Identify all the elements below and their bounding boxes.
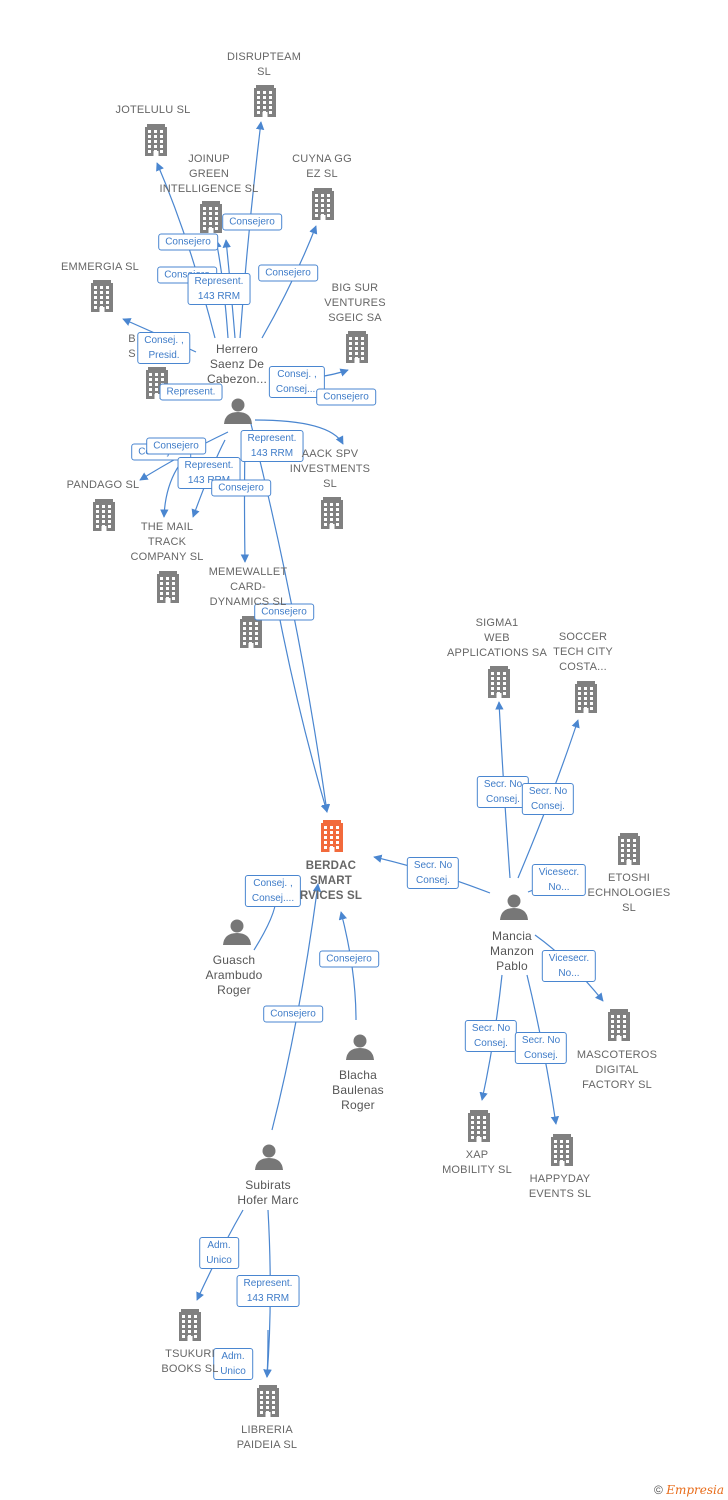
building-icon-libreria[interactable] xyxy=(257,1385,279,1417)
edge-label-mancia-to-soccer[interactable]: Secr. No Consej. xyxy=(521,783,575,815)
brand-logo-text: Empresia xyxy=(666,1483,724,1497)
edge-label-mancia-to-berdac[interactable]: Secr. No Consej. xyxy=(406,857,460,889)
person-icon-mancia[interactable] xyxy=(500,894,528,921)
edge-blacha-to-berdac xyxy=(338,911,357,1021)
copyright-symbol: © xyxy=(654,1483,663,1497)
node-label-tsukuri[interactable]: TSUKURI BOOKS SL xyxy=(161,1348,219,1375)
building-icon-emmergia[interactable] xyxy=(91,280,113,312)
building-icon-happyday[interactable] xyxy=(551,1134,573,1166)
edge-label-mancia-to-happyday[interactable]: Secr. No Consej. xyxy=(514,1032,568,1064)
edge-label-herrero-to-emmergia[interactable]: Consej. , Presid. xyxy=(137,332,191,364)
node-label-soccer[interactable]: SOCCER TECH CITY COSTA... xyxy=(553,631,613,673)
edge-label-subirats-to-libreria[interactable]: Adm. Unico xyxy=(213,1348,253,1380)
edge-label-mancia-to-etoshi[interactable]: Vicesecr. No... xyxy=(531,864,587,896)
node-label-herrero[interactable]: Herrero Saenz De Cabezon... xyxy=(206,342,268,386)
building-icon-sigma1[interactable] xyxy=(488,666,510,698)
icons-layer xyxy=(91,85,640,1417)
edge-label-herrero-to-b_hidden[interactable]: Represent. xyxy=(159,383,223,401)
edge-label-herrero-to-themail[interactable]: Consejero xyxy=(146,437,206,455)
person-icon-blacha[interactable] xyxy=(346,1034,374,1061)
node-label-themail[interactable]: THE MAIL TRACK COMPANY SL xyxy=(130,521,204,563)
building-icon-cuyna[interactable] xyxy=(312,188,334,220)
edge-label-herrero-to-aackspv[interactable]: Consejero xyxy=(316,388,376,406)
edge-herrero-to-aackspv xyxy=(254,419,344,445)
node-label-cuyna[interactable]: CUYNA GG EZ SL xyxy=(292,153,352,180)
edge-label-herrero-to-memewallet[interactable]: Consejero xyxy=(211,479,271,497)
building-icon-themail[interactable] xyxy=(157,571,179,603)
node-label-bigsur[interactable]: BIG SUR VENTURES SGEIC SA xyxy=(324,282,386,324)
node-label-disrupteam[interactable]: DISRUPTEAM SL xyxy=(226,51,302,78)
footer-brand[interactable]: © Empresia xyxy=(654,1483,724,1497)
building-icon-bigsur[interactable] xyxy=(346,331,368,363)
node-label-happyday[interactable]: HAPPYDAY EVENTS SL xyxy=(528,1173,592,1200)
edge-label-guasch-to-berdac[interactable]: Consej. , Consej.... xyxy=(244,875,302,907)
building-icon-etoshi[interactable] xyxy=(618,833,640,865)
edge-label-subirats-to-berdac[interactable]: Consejero xyxy=(263,1005,323,1023)
edge-herrero-to-berdac xyxy=(279,619,329,813)
node-label-xap[interactable]: XAP MOBILITY SL xyxy=(442,1149,512,1176)
edge-label-herrero-to-bigsur[interactable]: Consej. , Consej.... xyxy=(268,366,326,398)
building-icon-pandago[interactable] xyxy=(93,499,115,531)
edge-label-subirats-to-tsukuri[interactable]: Adm. Unico xyxy=(199,1237,239,1269)
edge-label-herrero-to-berdac[interactable]: Represent. 143 RRM xyxy=(240,430,304,462)
node-label-aackspv[interactable]: AACK SPV INVESTMENTS SL xyxy=(289,448,371,490)
node-label-mascoteros[interactable]: MASCOTEROS DIGITAL FACTORY SL xyxy=(576,1049,658,1091)
building-icon-soccer[interactable] xyxy=(575,681,597,713)
edge-label-herrero-to-berdac[interactable]: Consejero xyxy=(254,603,314,621)
building-icon-disrupteam[interactable] xyxy=(254,85,276,117)
building-icon-xap[interactable] xyxy=(468,1110,490,1142)
node-label-jotelulu[interactable]: JOTELULU SL xyxy=(115,104,191,116)
edge-label-blacha-to-berdac[interactable]: Consejero xyxy=(319,950,379,968)
building-icon-memewallet[interactable] xyxy=(240,616,262,648)
edge-label-mancia-to-xap[interactable]: Secr. No Consej. xyxy=(464,1020,518,1052)
node-label-b_hidden[interactable]: B S xyxy=(128,333,136,360)
edge-label-herrero-to-jotelulu[interactable]: Consejero xyxy=(158,233,218,251)
building-icon-berdac[interactable] xyxy=(321,820,343,852)
edge-label-herrero-to-joinup[interactable]: Represent. 143 RRM xyxy=(187,273,251,305)
node-label-sigma1[interactable]: SIGMA1 WEB APPLICATIONS SA xyxy=(447,617,547,659)
node-label-blacha[interactable]: Blacha Baulenas Roger xyxy=(332,1068,384,1112)
edge-label-herrero-to-cuyna[interactable]: Consejero xyxy=(258,264,318,282)
edge-subirats-to-libreria xyxy=(263,1329,272,1378)
node-label-joinup[interactable]: JOINUP GREEN INTELLIGENCE SL xyxy=(159,153,259,195)
person-icon-guasch[interactable] xyxy=(223,919,251,946)
person-icon-subirats[interactable] xyxy=(255,1144,283,1171)
node-label-pandago[interactable]: PANDAGO SL xyxy=(66,479,140,491)
node-label-berdac[interactable]: BERDAC SMART RVICES SL xyxy=(299,860,363,902)
node-label-libreria[interactable]: LIBRERIA PAIDEIA SL xyxy=(236,1424,298,1451)
person-icon-herrero[interactable] xyxy=(224,398,252,425)
node-label-memewallet[interactable]: MEMEWALLET CARD- DYNAMICS SL xyxy=(208,566,288,608)
node-label-emmergia[interactable]: EMMERGIA SL xyxy=(61,261,139,273)
edge-label-herrero-to-disrupteam[interactable]: Consejero xyxy=(222,213,282,231)
node-label-etoshi[interactable]: ETOSHI ECHNOLOGIES SL xyxy=(587,872,671,914)
building-icon-mascoteros[interactable] xyxy=(608,1009,630,1041)
edge-label-subirats-to-libreria[interactable]: Represent. 143 RRM xyxy=(236,1275,300,1307)
building-icon-jotelulu[interactable] xyxy=(145,124,167,156)
edge-label-mancia-to-mascoteros[interactable]: Vicesecr. No... xyxy=(541,950,597,982)
node-label-guasch[interactable]: Guasch Arambudo Roger xyxy=(205,953,263,997)
building-icon-aackspv[interactable] xyxy=(321,497,343,529)
building-icon-tsukuri[interactable] xyxy=(179,1309,201,1341)
node-label-subirats[interactable]: Subirats Hofer Marc xyxy=(237,1178,299,1207)
node-label-mancia[interactable]: Mancia Manzon Pablo xyxy=(490,929,534,973)
building-icon-joinup[interactable] xyxy=(200,201,222,233)
edge-label-mancia-to-sigma1[interactable]: Secr. No Consej. xyxy=(476,776,530,808)
